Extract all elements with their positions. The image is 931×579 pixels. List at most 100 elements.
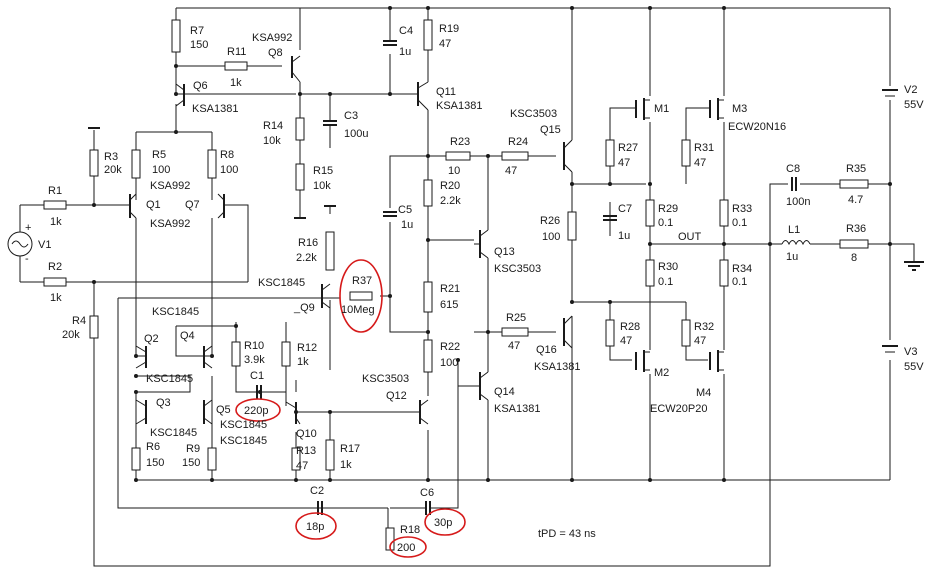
resistor-r14 — [295, 117, 305, 141]
label-c2: C2 — [310, 485, 324, 497]
value-r22: 100 — [440, 357, 458, 369]
label-q16: Q16 — [536, 344, 557, 356]
part-q14: KSA1381 — [494, 403, 540, 415]
label-r26: R26 — [540, 215, 560, 227]
resistor-r27 — [605, 139, 615, 167]
capacitors — [256, 40, 797, 528]
value-r25: 47 — [508, 340, 520, 352]
label-m4: M4 — [696, 387, 711, 399]
label-r5: R5 — [152, 149, 166, 161]
label-r19: R19 — [439, 23, 459, 35]
label-q15: Q15 — [540, 124, 561, 136]
resistor-r17 — [325, 439, 335, 471]
value-r30: 0.1 — [658, 276, 673, 288]
label-r25: R25 — [506, 312, 526, 324]
part-q2-top: KSC1845 — [152, 306, 199, 318]
label-r33: R33 — [732, 203, 752, 215]
value-r15: 10k — [313, 180, 331, 192]
label-q3: Q3 — [156, 397, 171, 409]
part-q3-mid: KSC1845 — [146, 373, 193, 385]
label-q13: Q13 — [494, 246, 515, 258]
label-c8: C8 — [786, 163, 800, 175]
resistor-r16 — [325, 231, 335, 271]
label-r13: R13 — [296, 445, 316, 457]
highlight-r18 — [389, 536, 427, 558]
value-r16: 2.2k — [296, 252, 317, 264]
label-r17: R17 — [340, 443, 360, 455]
value-r18: 200 — [397, 542, 415, 554]
label-r21: R21 — [440, 283, 460, 295]
label-r9: R9 — [186, 443, 200, 455]
label-r18: R18 — [400, 524, 420, 536]
resistor-r7 — [171, 19, 181, 53]
value-l1: 1u — [786, 251, 798, 263]
value-v3: 55V — [904, 361, 924, 373]
value-r29: 0.1 — [658, 217, 673, 229]
highlight-r37 — [339, 259, 383, 333]
value-r7: 150 — [190, 39, 208, 51]
resistors — [43, 19, 869, 551]
value-r13: 47 — [296, 460, 308, 472]
part-m3: ECW20N16 — [728, 121, 786, 133]
label-r3: R3 — [104, 151, 118, 163]
voltage-source-v3 — [882, 345, 898, 353]
junctions — [92, 6, 892, 482]
label-r7: R7 — [190, 25, 204, 37]
value-r21: 615 — [440, 299, 458, 311]
value-r12: 1k — [297, 356, 309, 368]
sign-plus: + — [25, 222, 31, 234]
value-r8: 100 — [220, 164, 238, 176]
value-r20: 2.2k — [440, 195, 461, 207]
label-r28: R28 — [620, 321, 640, 333]
value-r19: 47 — [439, 38, 451, 50]
resistor-r30 — [645, 259, 655, 287]
label-q10: Q10 — [296, 428, 317, 440]
inductor-l1 — [781, 240, 811, 246]
value-r36: 8 — [851, 252, 857, 264]
labels: V1 + - R1 1k R2 1k R3 20k R4 20k R5 100 … — [25, 23, 924, 554]
label-c7: C7 — [618, 203, 632, 215]
label-v3: V3 — [904, 346, 917, 358]
label-r20: R20 — [440, 180, 460, 192]
part-m4: ECW20P20 — [650, 403, 707, 415]
value-r11: 1k — [230, 77, 242, 89]
resistor-r5 — [131, 149, 141, 179]
label-q1: Q1 — [146, 199, 161, 211]
highlight-c1 — [235, 398, 281, 422]
label-q11: Q11 — [436, 86, 456, 98]
resistor-r9 — [207, 447, 217, 471]
value-c7: 1u — [618, 230, 630, 242]
resistor-r24 — [501, 151, 529, 161]
label-q12: Q12 — [386, 390, 407, 402]
label-r27: R27 — [618, 142, 638, 154]
label-r30: R30 — [658, 261, 678, 273]
resistor-r35 — [839, 179, 869, 189]
label-r34: R34 — [732, 263, 752, 275]
resistor-r8 — [207, 149, 217, 179]
value-r3: 20k — [104, 164, 122, 176]
label-q4: Q4 — [180, 330, 195, 342]
value-c4: 1u — [399, 46, 411, 58]
value-r26: 100 — [542, 231, 560, 243]
capacitor-c8 — [791, 177, 797, 191]
part-q6: KSA1381 — [192, 103, 238, 115]
resistor-r15 — [295, 163, 305, 191]
resistor-r33 — [719, 199, 729, 227]
value-v2: 55V — [904, 99, 924, 111]
part-q3-bot: KSC1845 — [150, 427, 197, 439]
label-r16: R16 — [298, 237, 318, 249]
value-r23: 10 — [448, 165, 460, 177]
label-q9: _Q9 — [293, 302, 315, 314]
resistor-r2 — [43, 277, 67, 287]
label-r22: R22 — [440, 341, 460, 353]
label-q5: Q5 — [216, 404, 231, 416]
label-q2: Q2 — [144, 333, 159, 345]
capacitor-c4 — [383, 40, 397, 46]
resistor-r20 — [423, 179, 433, 207]
resistor-r19 — [423, 19, 433, 51]
resistor-r32 — [681, 319, 691, 347]
resistor-r12 — [281, 341, 291, 367]
part-q9: KSC1845 — [258, 277, 305, 289]
label-tpd: tPD = 43 ns — [538, 528, 596, 540]
value-r34: 0.1 — [732, 276, 747, 288]
